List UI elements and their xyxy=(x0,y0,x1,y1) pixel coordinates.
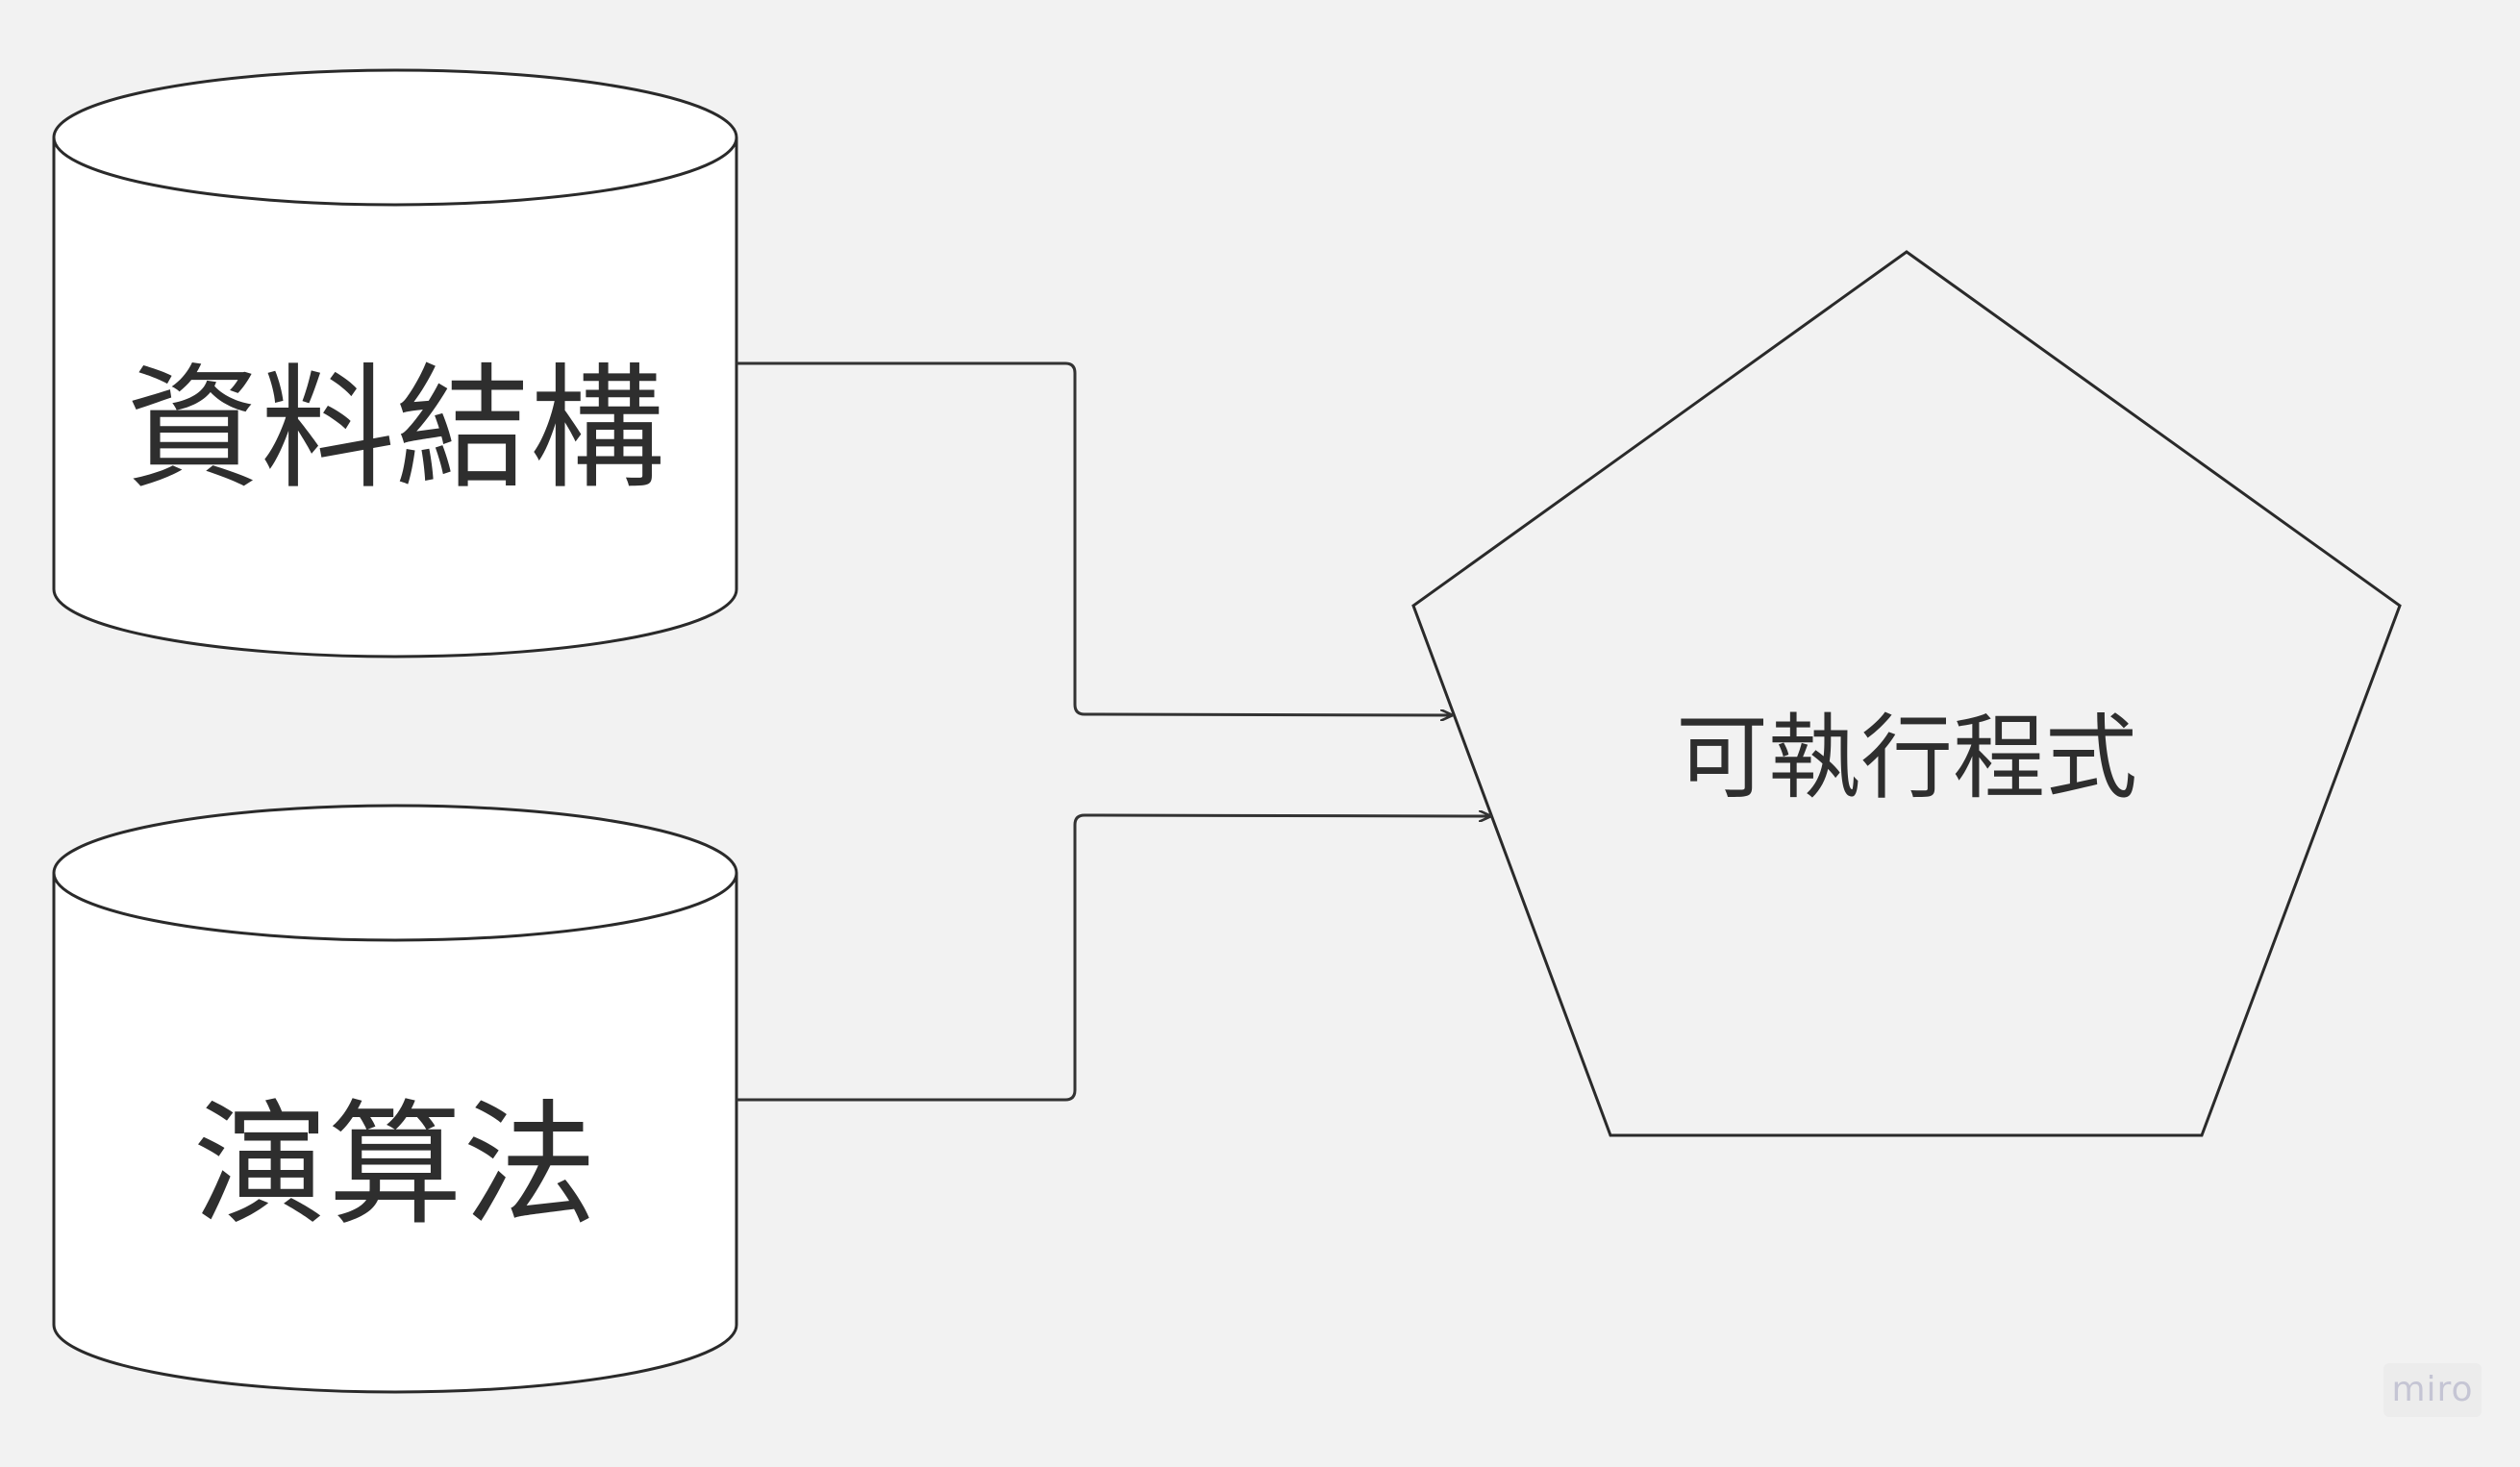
connector-algorithms-to-executable[interactable] xyxy=(736,815,1490,1102)
miro-watermark: miro xyxy=(2383,1363,2482,1417)
executable-label: 可執行程式 xyxy=(1676,704,2137,811)
algorithms-cylinder[interactable]: 演算法 xyxy=(52,804,738,1394)
connector-data-structures-to-executable[interactable] xyxy=(736,361,1452,715)
executable-pentagon[interactable]: 可執行程式 xyxy=(1411,250,2402,1137)
data-structures-cylinder[interactable]: 資料結構 xyxy=(52,68,738,659)
algorithms-label: 演算法 xyxy=(193,1088,597,1245)
data-structures-label: 資料結構 xyxy=(126,352,664,509)
